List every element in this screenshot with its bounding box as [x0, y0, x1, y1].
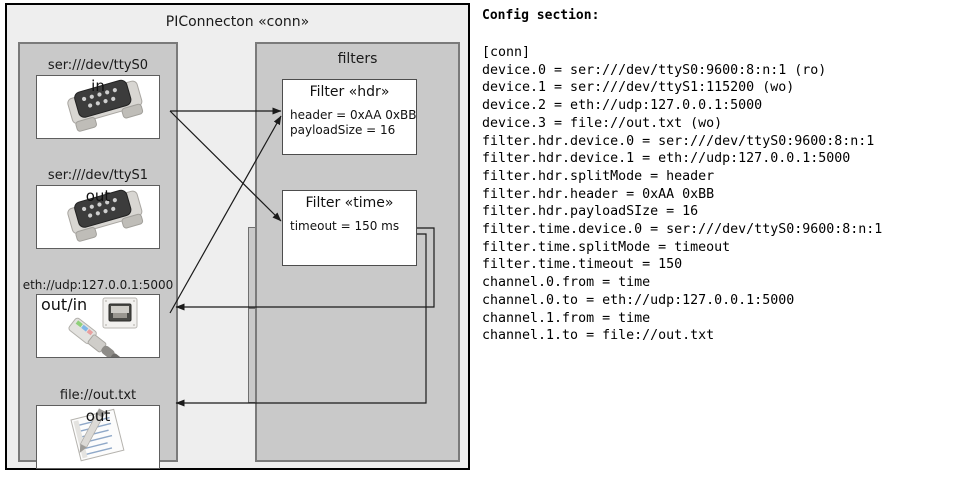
- device-direction-3: out: [85, 407, 111, 425]
- device-group-ttyS0: ser:///dev/ttyS0 in: [20, 58, 176, 139]
- device-caption-1: ser:///dev/ttyS1: [47, 168, 149, 183]
- filter-time-title: Filter «time»: [305, 195, 394, 211]
- device-group-eth: eth://udp:127.0.0.1:5000 out/in: [20, 278, 176, 358]
- filter-time-prop-timeout: timeout = 150 ms: [290, 219, 400, 233]
- device-caption-3: file://out.txt: [59, 388, 137, 403]
- filter-hdr-box[interactable]: Filter «hdr» header = 0xAA 0xBB payloadS…: [282, 79, 417, 155]
- serial-port-icon: [67, 189, 144, 242]
- device-group-file: file://out.txt out: [20, 388, 176, 469]
- serial-port-icon: [67, 79, 144, 132]
- device-direction-0: in: [91, 77, 105, 95]
- device-caption-2: eth://udp:127.0.0.1:5000: [22, 278, 174, 292]
- component-title: PIConnecton «conn»: [165, 14, 310, 30]
- device-box-0[interactable]: in: [36, 75, 160, 139]
- device-caption-0: ser:///dev/ttyS0: [47, 58, 149, 73]
- filter-time-properties: timeout = 150 ms: [290, 219, 399, 234]
- device-box-1[interactable]: out: [36, 185, 160, 249]
- filter-hdr-properties: header = 0xAA 0xBB payloadSize = 16: [290, 108, 416, 138]
- filter-time-box[interactable]: Filter «time» timeout = 150 ms: [282, 190, 417, 266]
- device-direction-1: out: [85, 187, 111, 205]
- device-box-2[interactable]: out/in: [36, 294, 160, 358]
- config-section: Config section: [conn] device.0 = ser://…: [482, 0, 964, 484]
- ethernet-jack-icon: [68, 297, 138, 357]
- filters-panel-title: filters: [337, 51, 378, 67]
- filter-hdr-prop-header: header = 0xAA 0xBB: [290, 108, 417, 122]
- filter-hdr-title: Filter «hdr»: [309, 84, 390, 100]
- config-text: [conn] device.0 = ser:///dev/ttyS0:9600:…: [482, 45, 883, 344]
- config-heading: Config section:: [482, 8, 600, 23]
- device-box-3[interactable]: out: [36, 405, 160, 469]
- device-direction-2: out/in: [41, 295, 88, 314]
- text-document-icon: [70, 408, 125, 462]
- device-group-ttyS1: ser:///dev/ttyS1 out: [20, 168, 176, 249]
- devices-panel: ser:///dev/ttyS0 in: [18, 42, 178, 469]
- filter-hdr-prop-payloadsize: payloadSize = 16: [290, 123, 396, 137]
